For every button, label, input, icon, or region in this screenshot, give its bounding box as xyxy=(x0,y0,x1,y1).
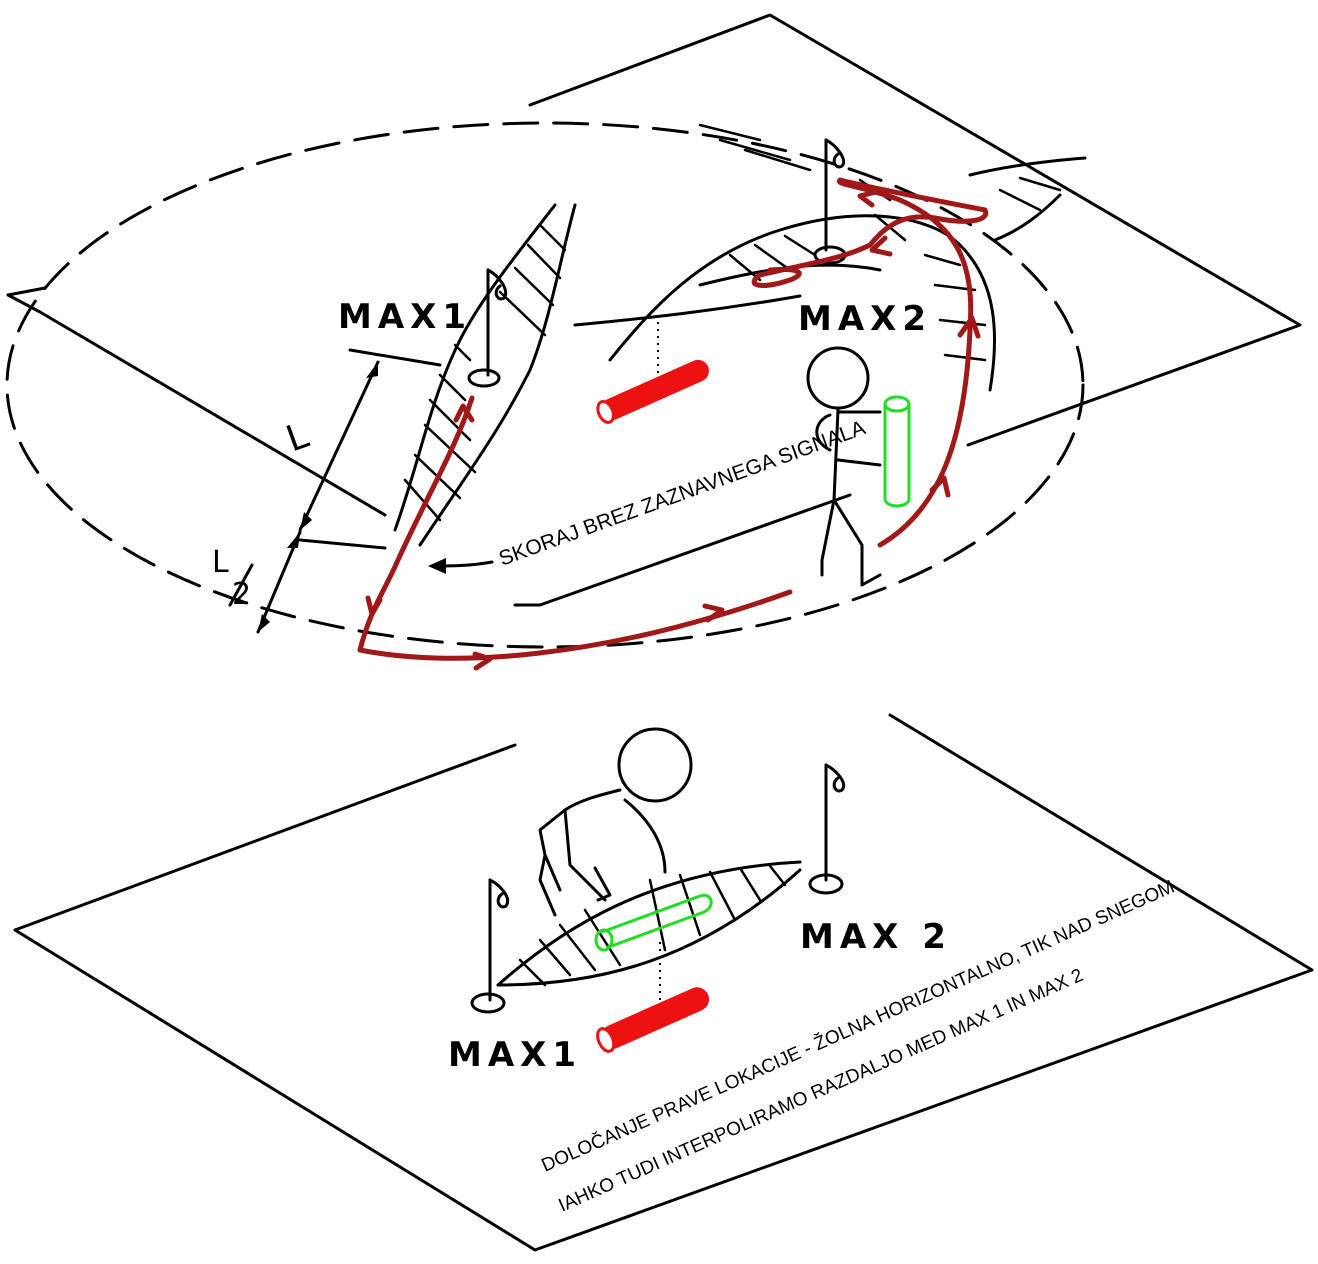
top-max2-label: MAX2 xyxy=(798,299,932,339)
flag-icon xyxy=(824,138,845,169)
search-path xyxy=(357,177,989,671)
bottom-victim-beacon xyxy=(596,987,710,1053)
note-line-2: IAHKO TUDI INTERPOLIRAMO RAZDALJO MED MA… xyxy=(555,965,1086,1217)
dim-L-half-den: 2 xyxy=(232,577,251,612)
rescuer-beacon-horizontal xyxy=(594,893,713,952)
dimension-L-half: L 2 xyxy=(212,530,302,634)
beacon-cylinder-icon xyxy=(594,928,614,952)
bottom-max2-label: MAX 2 xyxy=(800,917,952,957)
rescuer-beacon-vertical xyxy=(883,395,911,508)
top-victim-beacon xyxy=(596,359,709,424)
bottom-scene: MAX1 MAX 2 DOLOČANJE PRAVE LOKACIJE - ŽO… xyxy=(13,713,1314,1252)
top-snow-plane xyxy=(6,13,1302,607)
max1-hatching xyxy=(403,223,567,522)
max2-dome xyxy=(573,156,1087,392)
flag-icon xyxy=(824,763,845,793)
max1-ridge xyxy=(393,203,577,547)
bottom-max1-label: MAX1 xyxy=(448,1035,582,1075)
no-signal-label: SKORAJ BREZ ZAZNAVNEGA SIGNALA xyxy=(496,416,869,570)
stick-figure-icon xyxy=(617,727,693,803)
top-max1-flag xyxy=(467,268,507,388)
top-max1-label: MAX1 xyxy=(338,297,472,337)
bottom-snow-plane xyxy=(13,713,1314,1252)
dim-L-label: L xyxy=(281,415,314,460)
top-scene: MAX1 MAX2 L L 2 xyxy=(5,13,1302,671)
bottom-hatching xyxy=(518,864,787,987)
dim-L-half-num: L xyxy=(212,545,229,580)
bottom-max2-flag xyxy=(808,763,845,895)
flag-icon xyxy=(486,268,507,301)
beacon-cylinder-icon xyxy=(883,395,911,413)
bottom-max1-flag xyxy=(470,878,509,1014)
signal-field-ellipse xyxy=(5,121,1085,649)
flag-icon xyxy=(488,878,509,909)
bottom-rescuer xyxy=(538,727,713,952)
top-rescuer xyxy=(806,346,911,587)
stick-figure-icon xyxy=(806,346,870,410)
